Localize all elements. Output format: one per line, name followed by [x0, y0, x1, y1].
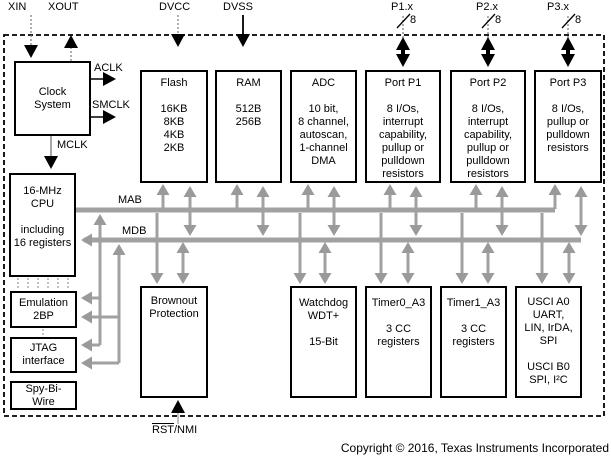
block-adc: ADC 10 bit, 8 channel, autoscan, 1-chann… — [290, 70, 357, 183]
pin-label-xin: XIN — [8, 1, 27, 13]
buses — [76, 207, 581, 247]
block-port-p3: Port P3 8 I/Os, pullup or pulldown resis… — [534, 70, 602, 183]
block-clock-system: Clock System — [14, 61, 91, 136]
block-timer0-text: Timer0_A3 3 CC registers — [371, 297, 426, 348]
bus-width-label-p3: 8 — [575, 14, 582, 26]
port-pin-double-arrows — [396, 37, 575, 67]
copyright-text: Copyright © 2016, Texas Instruments Inco… — [340, 441, 609, 455]
bus-width-label-p1: 8 — [410, 14, 417, 26]
signal-label-smclk: SMCLK — [92, 99, 130, 111]
block-spy-bi-wire: Spy-Bi- Wire — [10, 381, 77, 410]
bus-width-label-p2: 8 — [495, 14, 502, 26]
signal-label-aclk: ACLK — [94, 62, 123, 74]
block-port-p1: Port P1 8 I/Os, interrupt capability, pu… — [365, 70, 441, 183]
block-brownout-text: Brownout Protection — [149, 295, 199, 320]
block-emulation-text: Emulation 2BP — [19, 296, 68, 322]
nmi-label: /NMI — [174, 424, 198, 436]
block-port-p3-text: Port P3 8 I/Os, pullup or pulldown resis… — [546, 77, 590, 154]
block-ram: RAM 512B 256B — [215, 70, 282, 183]
pin-label-dvss: DVSS — [223, 1, 253, 13]
block-brownout: Brownout Protection — [140, 286, 208, 398]
block-flash: Flash 16KB 8KB 4KB 2KB — [140, 70, 208, 183]
pin-label-p1x: P1.x — [391, 1, 414, 13]
block-usci: USCI A0 UART, LIN, IrDA, SPI USCI B0 SPI… — [515, 286, 582, 398]
bus-label-mab: MAB — [118, 194, 142, 206]
block-emulation: Emulation 2BP — [10, 291, 77, 328]
block-jtag: JTAG interface — [10, 337, 77, 373]
pin-label-xout: XOUT — [48, 1, 79, 13]
pin-label-p2x: P2.x — [476, 1, 499, 13]
block-port-p2-text: Port P2 8 I/Os, interrupt capability, pu… — [463, 77, 513, 180]
block-usci-text: USCI A0 UART, LIN, IrDA, SPI USCI B0 SPI… — [524, 296, 573, 386]
block-ram-text: RAM 512B 256B — [235, 77, 262, 128]
pin-label-rst-nmi: RST/NMI — [152, 424, 197, 437]
block-spy-bi-wire-text: Spy-Bi- Wire — [25, 382, 62, 408]
block-port-p1-text: Port P1 8 I/Os, interrupt capability, pu… — [378, 77, 428, 180]
block-watchdog-text: Watchdog WDT+ 15-Bit — [298, 297, 349, 348]
block-timer0: Timer0_A3 3 CC registers — [365, 286, 432, 398]
signal-label-mclk: MCLK — [57, 139, 88, 151]
p1-bus-slash — [396, 13, 411, 29]
block-adc-text: ADC 10 bit, 8 channel, autoscan, 1-chann… — [298, 77, 349, 167]
debug-access-wires — [81, 214, 126, 370]
block-port-p2: Port P2 8 I/Os, interrupt capability, pu… — [450, 70, 526, 183]
block-jtag-text: JTAG interface — [22, 342, 65, 367]
block-clock-system-text: Clock System — [34, 85, 71, 111]
pin-stub-lines — [24, 15, 569, 68]
block-cpu: 16-MHz CPU including 16 registers — [9, 173, 76, 277]
block-watchdog: Watchdog WDT+ 15-Bit — [290, 286, 357, 398]
pin-label-dvcc: DVCC — [159, 1, 191, 13]
bus-label-mdb: MDB — [122, 225, 147, 237]
pin-label-p3x: P3.x — [547, 1, 570, 13]
rst-label-overlined: RST — [152, 424, 174, 436]
block-timer1-text: Timer1_A3 3 CC registers — [446, 297, 501, 348]
block-cpu-text: 16-MHz CPU including 16 registers — [13, 185, 72, 249]
bus-width-slashes — [396, 13, 576, 29]
p2-bus-slash — [481, 13, 496, 29]
block-flash-text: Flash 16KB 8KB 4KB 2KB — [160, 77, 188, 154]
block-timer1: Timer1_A3 3 CC registers — [440, 286, 507, 398]
top-row-bus-connectors — [156, 184, 588, 236]
p3-bus-slash — [561, 13, 576, 29]
bottom-row-bus-connectors — [150, 213, 576, 284]
